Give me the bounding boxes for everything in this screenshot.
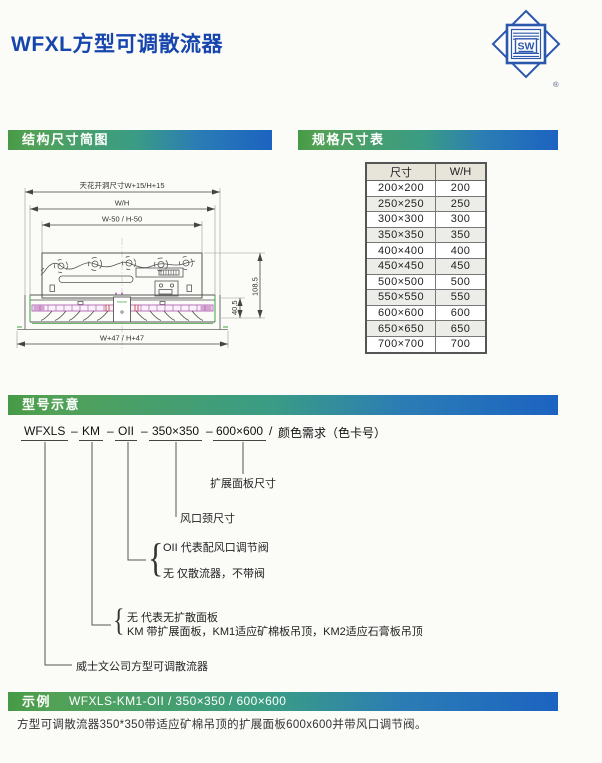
label-panel-km: KM 带扩展面板，KM1适应矿棉板吊顶，KM2适应石膏板吊顶 [127,626,423,638]
spec-table-cell: 300×300 [365,211,436,228]
section-header-model: 型号示意 [8,395,558,415]
dim-label-w47: W+47 / H+47 [100,334,144,343]
example-bar: 示例 WFXLS-KM1-OII / 350×350 / 600×600 [8,692,558,711]
example-title: 示例 [22,694,52,709]
model-separator: – [107,424,114,438]
spec-table-cell: 400×400 [365,242,436,259]
spec-table-cell: 700 [435,335,487,354]
spec-table-cell: 550 [435,289,487,306]
spec-table-cell: 250×250 [365,195,436,213]
spec-table-cell: 450 [435,257,487,275]
model-part-panel: KM [79,424,103,441]
spec-table-cell: 200 [435,180,487,197]
logo-graphic: SW ® [491,9,561,89]
brand-logo-icon: SW ® [488,8,564,92]
section-header-spec-table: 规格尺寸表 [298,130,558,150]
spec-table-cell: 650×650 [365,320,436,337]
spec-table-cell: 400 [435,242,487,259]
label-neck-size: 风口颈尺寸 [180,513,235,525]
spec-table-cell: 500×500 [365,273,436,291]
spec-table-cell: 450×450 [365,257,436,275]
spec-table-header-size: 尺寸 [365,162,436,181]
label-panel-size: 扩展面板尺寸 [210,478,276,490]
spec-table-cell: 200×200 [365,180,436,197]
model-part-panel-size: 600×600 [213,424,267,441]
spec-table-cell: 350 [435,226,487,244]
structure-dimension-drawing: 天花开洞尺寸W+15/H+15 W/H W-50 / H-50 W+47 / H… [16,180,265,349]
example-description: 方型可调散流器350*350带适应矿棉吊顶的扩展面板600x600并带风口调节阀… [17,719,427,731]
model-part-valve: OII [115,424,138,441]
dim-label-ceiling-opening: 天花开洞尺寸W+15/H+15 [79,180,164,190]
spec-table-cell: 600×600 [365,304,436,322]
page-title: WFXL方型可调散流器 [11,33,223,56]
spec-table-cell: 600 [435,304,487,322]
spec-table-cell: 300 [435,211,487,228]
label-panel-none: 无 代表无扩散面板 [127,612,219,624]
dim-label-total-height: 108.5 [251,277,260,296]
spec-table-header-wh: W/H [435,162,487,181]
model-separator: – [71,424,78,438]
spec-table-cell: 250 [435,195,487,213]
spec-table-cell: 350×350 [365,226,436,244]
label-valve-without: 无 仅散流器，不带阀 [163,568,266,580]
model-part-series: WFXLS [21,424,69,441]
spec-table-header-row: 尺寸 W/H [365,162,487,181]
dim-label-wh: W/H [115,199,130,208]
label-company: 威士文公司方型可调散流器 [76,661,208,673]
model-part-neck-size: 350×350 [149,424,203,441]
model-part-color: 颜色需求（色卡号） [278,426,387,440]
brace-panel-options: { [113,604,125,639]
example-code: WFXLS-KM1-OII / 350×350 / 600×600 [69,694,287,708]
dim-label-face-height: 40.5 [230,300,239,315]
registered-trademark: ® [553,80,559,89]
model-separator-slash: / [269,424,273,438]
spec-table-cell: 700×700 [365,335,436,354]
label-valve-with: OII 代表配风口调节阀 [163,542,269,554]
spec-table-cell: 550×550 [365,289,436,306]
section-title: 规格尺寸表 [312,132,385,147]
logo-text: SW [518,41,535,53]
brace-valve-options: { [148,534,164,580]
model-separator: – [141,424,148,438]
spec-table-cell: 500 [435,273,487,291]
section-title: 结构尺寸简图 [22,132,110,147]
section-title: 型号示意 [22,397,81,412]
dim-label-w50: W-50 / H-50 [102,215,142,224]
spec-table-cell: 650 [435,320,487,337]
model-separator: – [206,424,213,438]
section-header-structure: 结构尺寸简图 [8,130,272,150]
